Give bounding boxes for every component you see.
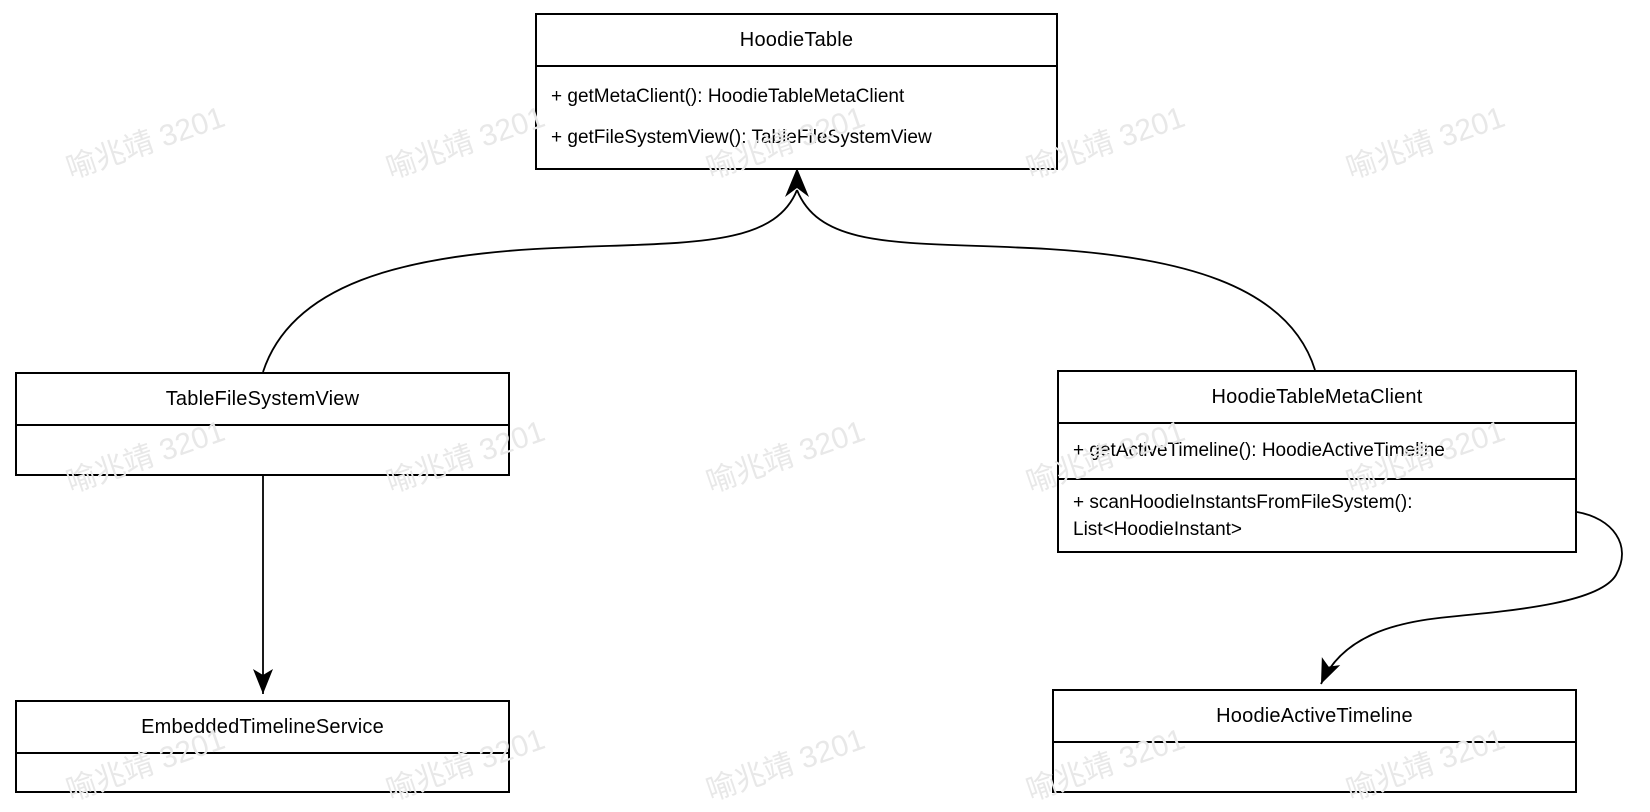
- merged-arrowhead-icon: [785, 168, 809, 197]
- edge-tablefilesystemview-to-hoodietable: [262, 189, 798, 373]
- empty-compartment: [17, 426, 508, 474]
- class-embeddedtimelineservice-title: EmbeddedTimelineService: [17, 702, 508, 754]
- method-getmetaclient: + getMetaClient(): HoodieTableMetaClient: [551, 86, 905, 107]
- empty-compartment: [17, 754, 508, 791]
- class-hoodietable-title: HoodieTable: [537, 15, 1056, 67]
- class-tablefilesystemview-title: TableFileSystemView: [17, 374, 508, 426]
- class-hoodietablemetaclient[interactable]: HoodieTableMetaClient + getActiveTimelin…: [1057, 370, 1577, 553]
- class-hoodietable-methods: + getMetaClient(): HoodieTableMetaClient…: [537, 67, 1056, 168]
- method-getactivetimeline: + getActiveTimeline(): HoodieActiveTimel…: [1059, 424, 1575, 480]
- watermark-text: 喻兆靖 3201: [382, 100, 550, 186]
- watermark-text: 喻兆靖 3201: [702, 414, 870, 500]
- watermark-text: 喻兆靖 3201: [702, 722, 870, 808]
- empty-compartment: [1054, 743, 1575, 791]
- method-getfilesystemview: + getFileSystemView(): TableFileSystemVi…: [551, 127, 932, 148]
- method-scanhoodieinstants-line2: List<HoodieInstant>: [1073, 518, 1243, 540]
- class-hoodietablemetaclient-title: HoodieTableMetaClient: [1059, 372, 1575, 424]
- class-hoodieactivetimeline-title: HoodieActiveTimeline: [1054, 691, 1575, 743]
- watermark-text: 喻兆靖 3201: [1342, 100, 1510, 186]
- method-scanhoodieinstantsfromfilesystem: + scanHoodieInstantsFromFileSystem(): Li…: [1059, 480, 1575, 551]
- class-tablefilesystemview[interactable]: TableFileSystemView: [15, 372, 510, 476]
- class-hoodietable[interactable]: HoodieTable + getMetaClient(): HoodieTab…: [535, 13, 1058, 170]
- class-hoodieactivetimeline[interactable]: HoodieActiveTimeline: [1052, 689, 1577, 793]
- edge-hoodietablemetaclient-to-hoodietable: [796, 189, 1316, 371]
- watermark-text: 喻兆靖 3201: [62, 100, 230, 186]
- method-scanhoodieinstants-line1: + scanHoodieInstantsFromFileSystem():: [1073, 491, 1413, 513]
- class-embeddedtimelineservice[interactable]: EmbeddedTimelineService: [15, 700, 510, 793]
